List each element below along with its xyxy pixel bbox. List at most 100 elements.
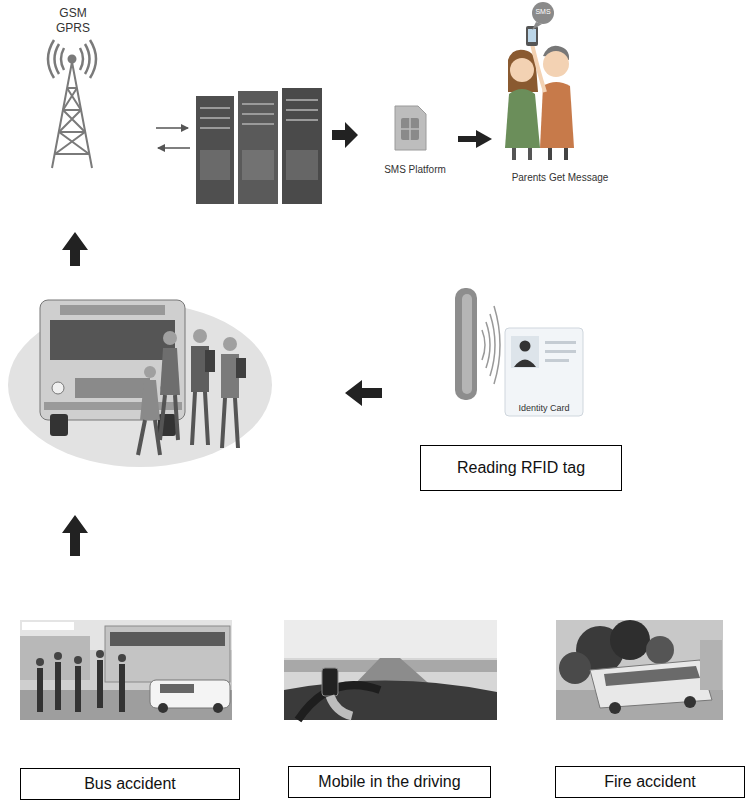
connectors [458, 139, 482, 140]
flow-arrow [345, 380, 382, 406]
node-text: SMS Platform [384, 164, 446, 176]
data-link-arrows [158, 147, 190, 149]
school-bus-scene [163, 331, 177, 345]
fire-accident-photo [604, 666, 700, 686]
sms-platform-node: SMS Platform [375, 100, 455, 178]
identity-card-node: Identity Card [505, 328, 583, 416]
identity-card [545, 359, 569, 362]
identity-card [514, 360, 536, 368]
data-link-arrows [156, 128, 190, 148]
server-racks [286, 150, 318, 180]
cell-tower [48, 40, 96, 168]
flow-arrow [458, 136, 482, 142]
sim-card-icon [395, 106, 426, 150]
parents-figure [550, 148, 566, 160]
bus-accident-photo [40, 660, 122, 712]
school-bus-scene [50, 320, 175, 360]
parents-figure [514, 148, 530, 160]
bus-accident-photo [110, 632, 225, 646]
cell-tower [55, 88, 89, 154]
bus-accident-photo [96, 650, 104, 658]
node-text: Reading RFID tag [457, 458, 585, 477]
fire-accident-photo [684, 696, 696, 708]
server-racks [238, 91, 278, 204]
identity-card [545, 350, 576, 353]
identity-card [545, 341, 576, 344]
school-bus-scene [160, 348, 180, 395]
fire-accident-photo [700, 640, 722, 690]
parents-figure [510, 58, 534, 82]
school-bus-scene [44, 402, 182, 410]
cell-tower [55, 88, 89, 154]
school-bus-scene [140, 380, 160, 420]
caption-box: Reading RFID tag [420, 445, 622, 491]
mobile-driving-photo [284, 620, 497, 720]
fire-accident-photo [556, 620, 723, 720]
flow-arrow [62, 515, 88, 556]
node-text: GSM GPRS [51, 6, 95, 36]
sms-bubble-text: SMS [532, 8, 554, 16]
fire-accident-photo [559, 652, 591, 684]
parents-figure [543, 51, 569, 77]
bus-accident-photo [213, 703, 223, 713]
cell-tower [80, 40, 96, 78]
fire-accident-photo [610, 620, 650, 660]
mobile-driving-photo [284, 680, 497, 720]
school-bus-scene [236, 358, 246, 378]
school-bus-scene [160, 395, 178, 440]
sim-card-icon [395, 106, 426, 150]
parents-figure [526, 26, 538, 46]
rfid-reader [482, 306, 500, 384]
bus-accident-photo [160, 684, 194, 693]
sim-card-icon [401, 118, 419, 140]
identity-card [520, 341, 531, 352]
mobile-driving-photo [322, 668, 338, 696]
identity-card [505, 328, 583, 416]
school-bus-scene [52, 382, 64, 394]
school-bus-scene [205, 350, 215, 372]
node-text: Bus accident [84, 774, 176, 793]
school-bus-scene [222, 398, 238, 448]
bus-accident-photo [20, 620, 232, 720]
server-racks [200, 150, 230, 180]
sim-card-icon [401, 118, 419, 140]
server-racks [282, 88, 322, 204]
fire-accident-photo [646, 636, 674, 664]
school-bus-scene [8, 300, 272, 467]
school-bus-scene [50, 414, 68, 436]
bus-accident-photo [36, 658, 44, 666]
server-racks [196, 88, 322, 204]
bus-accident-photo [158, 703, 168, 713]
cell-tower [52, 62, 92, 168]
identity-card [505, 328, 583, 416]
bus-accident-photo [54, 652, 62, 660]
parents-figure [528, 29, 536, 42]
cell-tower [69, 56, 76, 63]
mobile-driving-photo [284, 620, 497, 720]
fire-accident-photo [590, 660, 712, 708]
flow-arrow [62, 232, 88, 266]
server-racks [242, 150, 274, 180]
fire-accident-photo [556, 620, 723, 720]
caption-box: Fire accident [555, 766, 745, 798]
mobile-driving-photo [298, 685, 380, 720]
caption-box: Bus accident [20, 768, 240, 800]
school-bus-scene [193, 329, 207, 343]
parents-node: Parents Get Message [495, 40, 625, 186]
school-bus-scene [138, 420, 160, 455]
school-bus-scene [223, 337, 237, 351]
mobile-driving-photo [330, 696, 352, 716]
flow-arrow [332, 122, 358, 148]
parents-figure [505, 2, 574, 160]
data-link-arrows [156, 127, 188, 129]
bus-accident-photo [118, 654, 126, 662]
school-bus-scene [144, 366, 156, 378]
parents-figure [532, 2, 554, 24]
bus-accident-photo [22, 622, 74, 630]
node-text: Parents Get Message [512, 172, 609, 184]
fire-accident-photo [609, 702, 621, 714]
tower-caption: GSM GPRS [45, 4, 101, 42]
